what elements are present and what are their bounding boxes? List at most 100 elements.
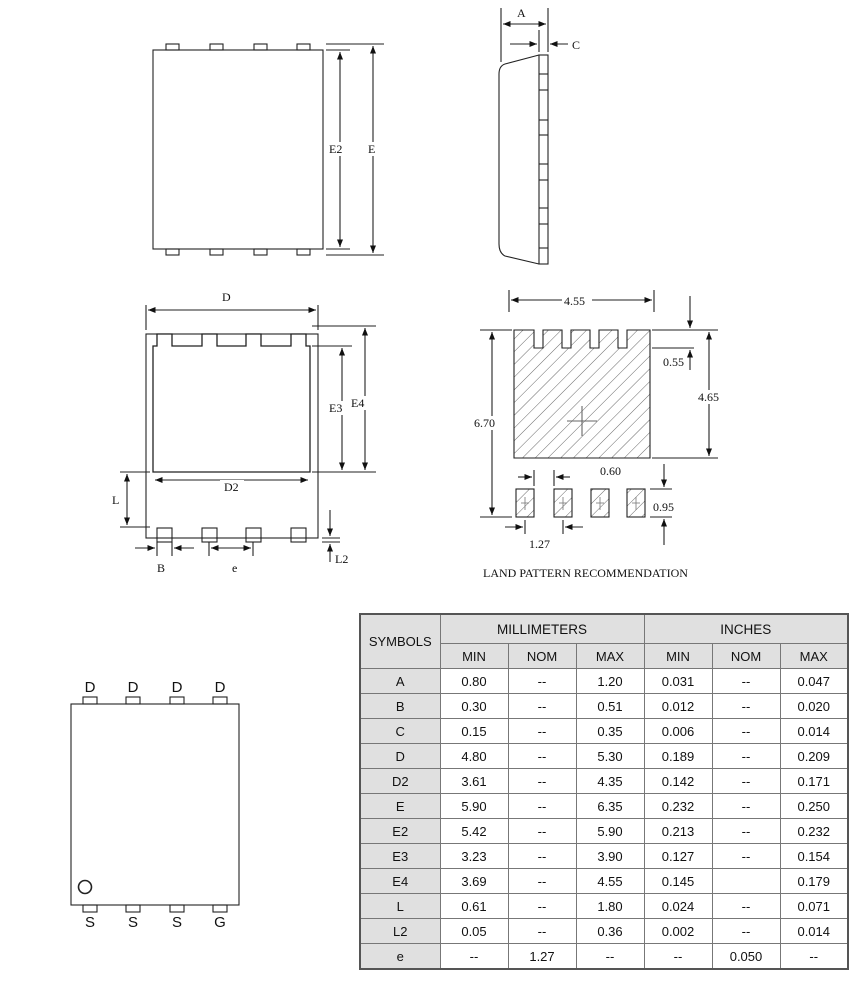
- value-cell: 4.35: [575, 768, 645, 794]
- value-cell: --: [711, 893, 781, 919]
- l-label: L: [112, 493, 119, 507]
- side-view-pin-marks: [539, 73, 548, 249]
- value-cell: 0.020: [779, 693, 849, 719]
- value-cell: --: [439, 943, 509, 970]
- land-height-label: 6.70: [474, 416, 495, 430]
- sub-header: NOM: [711, 643, 781, 669]
- e3-label: E3: [329, 401, 342, 415]
- sub-header: NOM: [507, 643, 577, 669]
- pin-label-top-2: D: [128, 679, 139, 696]
- value-cell: 5.30: [575, 743, 645, 769]
- pin-label-top-3: D: [172, 679, 183, 696]
- value-cell: --: [507, 818, 577, 844]
- value-cell: 3.61: [439, 768, 509, 794]
- symbol-cell: C: [359, 718, 441, 744]
- bottom-view-pins-bottom: [156, 527, 307, 543]
- value-cell: 3.69: [439, 868, 509, 894]
- value-cell: --: [507, 768, 577, 794]
- value-cell: 0.154: [779, 843, 849, 869]
- value-cell: --: [711, 818, 781, 844]
- value-cell: --: [711, 668, 781, 694]
- a-label: A: [517, 6, 526, 20]
- sub-header: MIN: [643, 643, 713, 669]
- value-cell: 5.90: [575, 818, 645, 844]
- value-cell: 0.127: [643, 843, 713, 869]
- value-cell: --: [507, 893, 577, 919]
- value-cell: 3.90: [575, 843, 645, 869]
- value-cell: 0.179: [779, 868, 849, 894]
- pinout-bottom-labels: S S S G: [85, 914, 226, 931]
- value-cell: 5.90: [439, 793, 509, 819]
- value-cell: 0.232: [643, 793, 713, 819]
- e2-label: E2: [329, 142, 342, 156]
- value-cell: 0.050: [711, 943, 781, 970]
- land-width-label: 4.55: [564, 294, 585, 308]
- dimensions-table: SYMBOLS MILLIMETERS INCHES MIN NOM MAX M…: [359, 613, 849, 970]
- symbol-cell: B: [359, 693, 441, 719]
- land-gap-label: 0.60: [600, 464, 621, 478]
- value-cell: 0.012: [643, 693, 713, 719]
- value-cell: 1.27: [507, 943, 577, 970]
- side-view: [498, 8, 568, 265]
- value-cell: 0.031: [643, 668, 713, 694]
- sub-header: MAX: [575, 643, 645, 669]
- value-cell: 1.20: [575, 668, 645, 694]
- e-pitch-label: e: [232, 561, 237, 575]
- value-cell: 0.071: [779, 893, 849, 919]
- pin-label-bottom-4: G: [214, 914, 226, 931]
- land-small-pad-label: 0.95: [653, 500, 674, 514]
- symbol-cell: L: [359, 893, 441, 919]
- land-pad-height-label: 4.65: [698, 390, 719, 404]
- value-cell: 0.014: [779, 718, 849, 744]
- value-cell: 0.145: [643, 868, 713, 894]
- value-cell: 0.51: [575, 693, 645, 719]
- value-cell: 0.61: [439, 893, 509, 919]
- bottom-view: [120, 305, 376, 562]
- symbol-cell: A: [359, 668, 441, 694]
- pin-label-bottom-3: S: [172, 914, 182, 931]
- millimeters-header: MILLIMETERS: [439, 613, 645, 644]
- value-cell: 4.55: [575, 868, 645, 894]
- value-cell: --: [507, 668, 577, 694]
- value-cell: 5.42: [439, 818, 509, 844]
- value-cell: --: [507, 743, 577, 769]
- value-cell: --: [575, 943, 645, 970]
- pinout-top-labels: D D D D: [85, 679, 226, 696]
- symbols-header: SYMBOLS: [359, 613, 441, 669]
- value-cell: --: [507, 793, 577, 819]
- land-pattern-caption: LAND PATTERN RECOMMENDATION: [483, 566, 688, 580]
- value-cell: --: [507, 693, 577, 719]
- value-cell: 0.05: [439, 918, 509, 944]
- value-cell: 0.024: [643, 893, 713, 919]
- symbol-cell: D2: [359, 768, 441, 794]
- land-notch-label: 0.55: [663, 355, 684, 369]
- symbol-cell: E4: [359, 868, 441, 894]
- value-cell: --: [711, 793, 781, 819]
- land-pattern: [480, 290, 718, 545]
- symbol-cell: E3: [359, 843, 441, 869]
- value-cell: 0.142: [643, 768, 713, 794]
- value-cell: --: [711, 843, 781, 869]
- value-cell: 0.014: [779, 918, 849, 944]
- land-pattern-main-pad: [513, 329, 651, 459]
- value-cell: --: [711, 743, 781, 769]
- value-cell: --: [779, 943, 849, 970]
- land-pitch-label: 1.27: [529, 537, 550, 551]
- value-cell: 0.36: [575, 918, 645, 944]
- top-view-pins-top: [165, 43, 311, 51]
- value-cell: 0.232: [779, 818, 849, 844]
- value-cell: 6.35: [575, 793, 645, 819]
- value-cell: 0.189: [643, 743, 713, 769]
- value-cell: 0.80: [439, 668, 509, 694]
